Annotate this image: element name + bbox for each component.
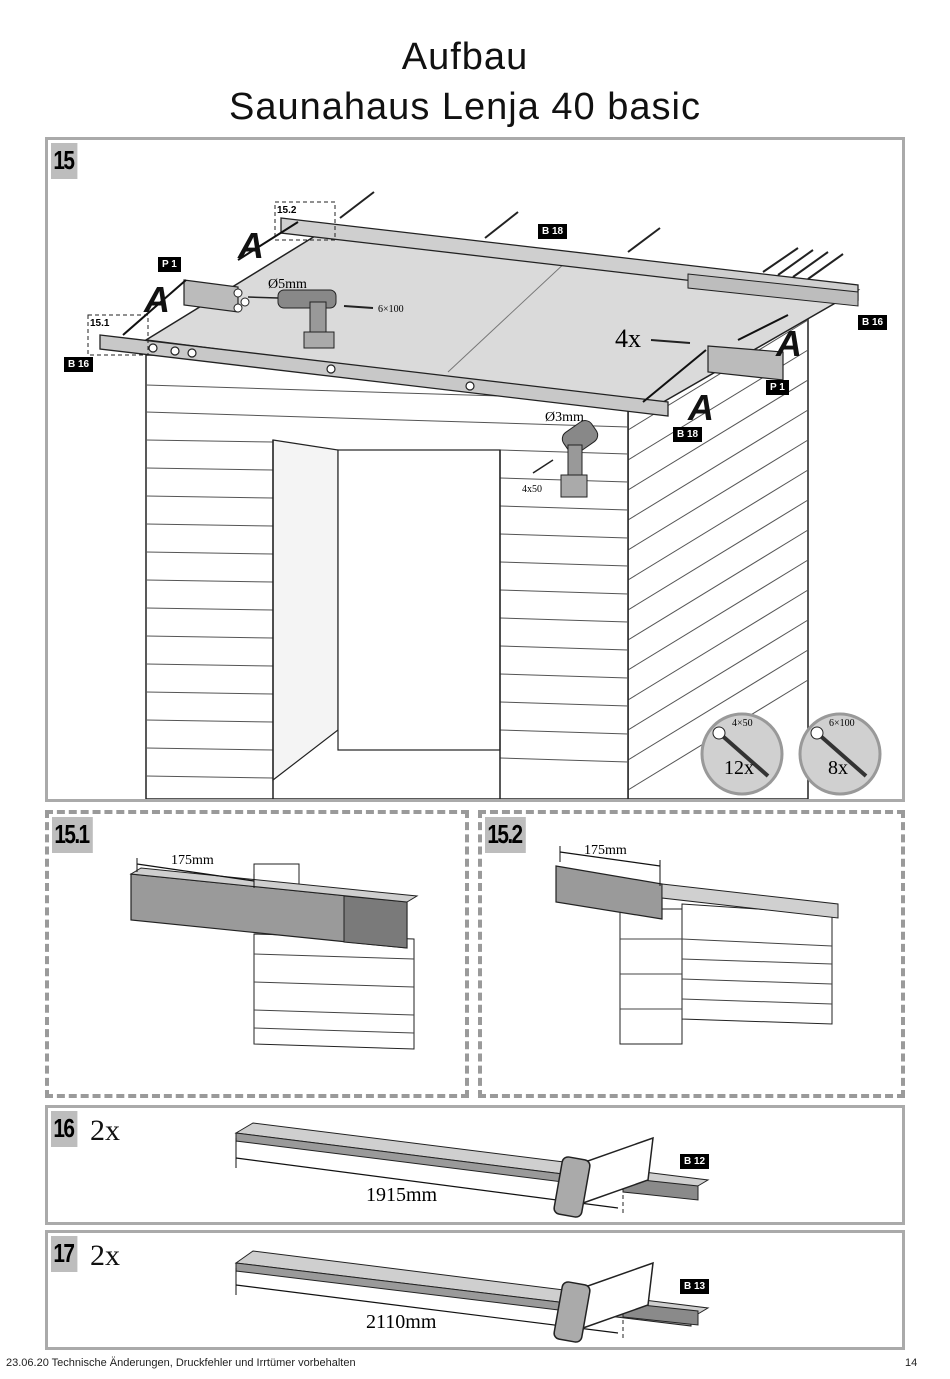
part-label-b13: B 13 [680, 1279, 710, 1294]
step-number: 15.1 [52, 817, 93, 853]
svg-text:A: A [143, 279, 170, 320]
sauna-assembly-illustration: 15.2 15.1 A A A A Ø5mm 6×100 4x [87, 191, 882, 799]
drill-size-left: Ø5mm [268, 277, 307, 292]
quantity: 2x [90, 1239, 120, 1272]
measure-text: 175mm [584, 843, 627, 858]
beam-corner-detail: 175mm [555, 843, 839, 1045]
svg-text:12x: 12x [724, 757, 754, 779]
part-label-b18-bottom: B 18 [673, 427, 703, 442]
roof-screws [339, 191, 844, 280]
drill-right-icon [532, 420, 599, 498]
beam-overhang-detail: 175mm [129, 853, 419, 1050]
svg-text:A: A [687, 387, 714, 428]
step-15-1-panel: 15.1 175mm [45, 810, 469, 1098]
measure-arrows [122, 221, 789, 403]
document-title-line1: Aufbau [401, 36, 529, 78]
right-wall-planks [627, 319, 809, 791]
svg-text:4×50: 4×50 [732, 718, 753, 729]
cut-board-illustration: 2110mm [234, 1250, 710, 1343]
step-15-panel: 15 [45, 137, 905, 802]
step-number: 16 [51, 1111, 78, 1147]
step-15-2-panel: 15.2 175mm [478, 810, 905, 1098]
step-16-panel: 16 2x 1915mm B 12 [45, 1105, 905, 1225]
screw-badge-1: 4×50 12x [700, 712, 784, 796]
part-label-b16-left: B 16 [64, 357, 94, 372]
svg-text:8x: 8x [828, 757, 848, 779]
svg-text:A: A [775, 323, 802, 364]
part-label-b16-right: B 16 [858, 315, 888, 330]
quantity-4x: 4x [615, 324, 641, 353]
quantity: 2x [90, 1114, 120, 1147]
svg-text:A: A [237, 225, 264, 266]
part-label-p1-right: P 1 [766, 380, 789, 395]
svg-text:6×100: 6×100 [829, 718, 855, 729]
measure-text: 175mm [171, 853, 214, 868]
drill-size-right: Ø3mm [545, 410, 584, 425]
part-label-b18-top: B 18 [538, 224, 568, 239]
part-label-b12: B 12 [680, 1154, 710, 1169]
cut-board-illustration: 1915mm [234, 1122, 710, 1218]
page-number: 14 [905, 1357, 918, 1369]
detail-ref-15-2: 15.2 [277, 205, 297, 216]
measure-text: 1915mm [366, 1184, 438, 1206]
step-17-panel: 17 2x 2110mm B 13 [45, 1230, 905, 1350]
screw-badge-2: 6×100 8x [798, 712, 882, 796]
step-number: 15 [51, 143, 78, 179]
drill-left-icon [233, 288, 374, 349]
bolt-heads [148, 343, 475, 391]
marker-a-group: A A A A [143, 225, 802, 428]
screw-size-right: 4x50 [522, 484, 542, 495]
document-title-line2: Saunahaus Lenja 40 basic [229, 86, 701, 128]
measure-text: 2110mm [366, 1311, 437, 1333]
front-wall-planks [145, 384, 629, 779]
step-number: 15.2 [485, 817, 526, 853]
detail-ref-15-1: 15.1 [90, 318, 110, 329]
screw-size-left: 6×100 [378, 304, 404, 315]
footer-disclaimer: 23.06.20 Technische Änderungen, Druckfeh… [6, 1357, 356, 1369]
part-label-p1-left: P 1 [158, 257, 181, 272]
step-number: 17 [51, 1236, 78, 1272]
